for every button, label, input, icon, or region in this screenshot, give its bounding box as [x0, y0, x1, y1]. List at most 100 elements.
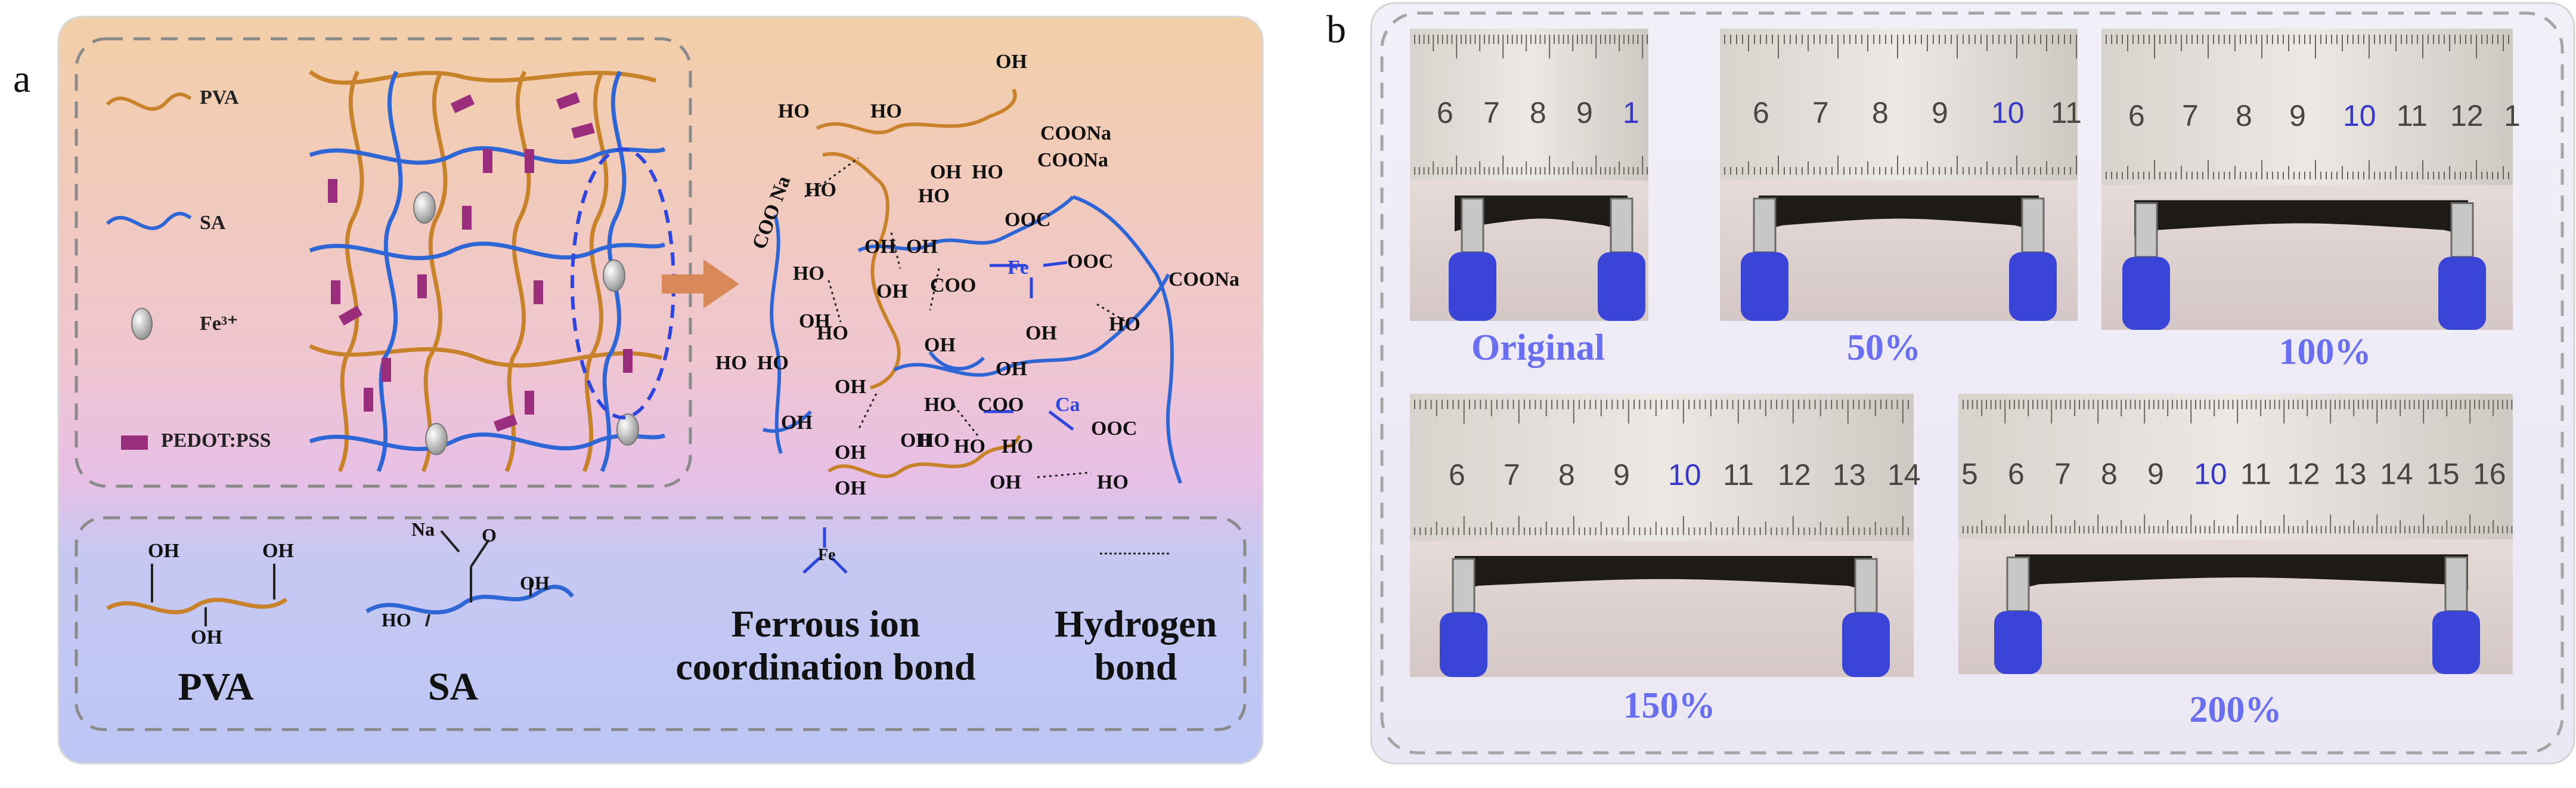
bottom-pva-oh-3: OH	[191, 626, 222, 648]
structure-label-17: OH	[876, 280, 908, 302]
bottom-sa-ho: HO	[382, 609, 411, 631]
clamp-metal	[1452, 558, 1475, 614]
clamp-handle	[1994, 611, 2042, 674]
bottom-pva-chain-icon	[106, 598, 288, 614]
legend-pva-label: PVA	[200, 86, 239, 109]
arrow-right-icon	[662, 259, 739, 308]
clamp-metal	[1461, 197, 1484, 254]
bottom-ferrous-title: Ferrous ion coordination bond	[659, 602, 993, 688]
clamp-handle	[2438, 257, 2486, 330]
ruler-number: 7	[1483, 96, 1500, 129]
clamp-handle	[2122, 257, 2170, 330]
structure-label-28: HO	[924, 394, 956, 416]
clamp-metal	[2444, 556, 2468, 612]
structure-label-38: OH	[835, 477, 866, 499]
ruler-number: 11	[2240, 458, 2271, 491]
structure-label-9: HO	[918, 185, 950, 207]
legend-dashed-box	[75, 516, 1247, 731]
ruler-number: 13	[2333, 458, 2367, 491]
ruler-number: 9	[2147, 458, 2164, 491]
ruler-number: 8	[1558, 458, 1575, 492]
structure-label-16: OH	[799, 310, 830, 332]
bottom-sa-o: O	[482, 524, 497, 546]
clamp-handle	[1440, 613, 1487, 677]
fe-legend-icon	[131, 308, 153, 340]
structure-label-26: OH	[996, 358, 1027, 380]
pva-legend-icon	[106, 92, 192, 111]
bottom-fe-label: Fe	[818, 546, 836, 564]
structure-label-35: OH	[835, 441, 866, 463]
clamp-metal	[2450, 202, 2474, 258]
structure-label-20: HO	[817, 322, 848, 344]
ruler	[1410, 394, 1914, 541]
caption-100: 100%	[2279, 332, 2372, 372]
clamp-metal	[2021, 197, 2045, 254]
ruler-number: 7	[2054, 458, 2071, 491]
structure-label-22: HO	[1109, 313, 1140, 335]
bottom-fe-coordination-icon	[802, 527, 848, 574]
coordination-lines	[984, 261, 1074, 431]
structure-label-32: OH	[900, 429, 932, 452]
hydrogen-bond-lines	[804, 157, 1127, 478]
bottom-sa-na: Na	[411, 518, 435, 540]
legend-fe-label: Fe³⁺	[200, 313, 238, 335]
sa-legend-icon	[106, 212, 192, 230]
structure-label-33: HO	[918, 429, 950, 452]
ruler-number: 9	[2289, 99, 2306, 132]
ruler-number: 14	[1887, 458, 1921, 492]
structure-label-36: HO	[954, 435, 985, 458]
structure-label-4: OH	[930, 161, 962, 183]
hydrogel-sample	[2015, 554, 2468, 591]
ruler	[1958, 394, 2513, 540]
structure-label-11: HO	[793, 262, 824, 285]
caption-50: 50%	[1847, 327, 1921, 368]
bottom-hydrogen-title: Hydrogen bond	[1040, 602, 1231, 688]
hydrogel-sample	[2134, 200, 2468, 236]
pedot-legend-icon	[121, 435, 148, 450]
structure-label-39: OH	[990, 471, 1021, 493]
caption-200: 200%	[2189, 690, 2282, 730]
structure-label-12: OH	[864, 236, 896, 258]
bottom-hydrogen-line1: Hydrogen	[1054, 602, 1217, 645]
ruler-number: 8	[2236, 99, 2252, 132]
clamp-metal	[1753, 197, 1777, 254]
ruler-number: 9	[1576, 96, 1593, 129]
network-fe-ions	[413, 191, 639, 455]
ruler-number: 10	[2343, 99, 2376, 132]
ruler-number: 10	[1668, 458, 1701, 492]
structure-label-31: OH	[781, 412, 813, 434]
structure-label-27: OH	[924, 334, 956, 356]
ruler-number: 6	[2128, 99, 2145, 132]
ruler-number: 13	[1833, 458, 1866, 492]
network-dashed-box	[75, 37, 692, 488]
ruler-number: 8	[1872, 96, 1889, 129]
ruler-number: 9	[1932, 96, 1948, 129]
ruler-number: 14	[2380, 458, 2413, 491]
ruler-number: 12	[2287, 458, 2320, 491]
ruler-number: 1	[2504, 99, 2521, 132]
structure-label-15: OOC	[1067, 251, 1114, 273]
panel-b-dashed-border	[1380, 11, 2564, 755]
legend-sa-label: SA	[200, 212, 226, 234]
ruler-number: 6	[1753, 96, 1769, 129]
ruler	[1410, 29, 1648, 181]
network-pedot-segments	[328, 92, 633, 432]
structure-label-34: OOC	[1091, 418, 1137, 440]
clamp-handle	[2432, 611, 2480, 674]
structure-label-2: HO	[870, 100, 902, 122]
ruler-number: 7	[2182, 99, 2199, 132]
structure-label-24: HO	[757, 352, 789, 374]
ruler-number: 9	[1613, 458, 1630, 492]
ruler-number: 11	[2397, 99, 2428, 132]
structure-label-25: OH	[835, 376, 866, 398]
ruler	[2101, 29, 2513, 186]
bottom-sa-bonds	[425, 530, 532, 627]
clamp-handle	[1598, 252, 1645, 321]
clamp-handle	[1741, 252, 1788, 321]
bottom-pva-title: PVA	[178, 665, 254, 709]
clamp-metal	[2134, 202, 2158, 258]
bottom-hydrogen-line2: bond	[1094, 645, 1177, 688]
